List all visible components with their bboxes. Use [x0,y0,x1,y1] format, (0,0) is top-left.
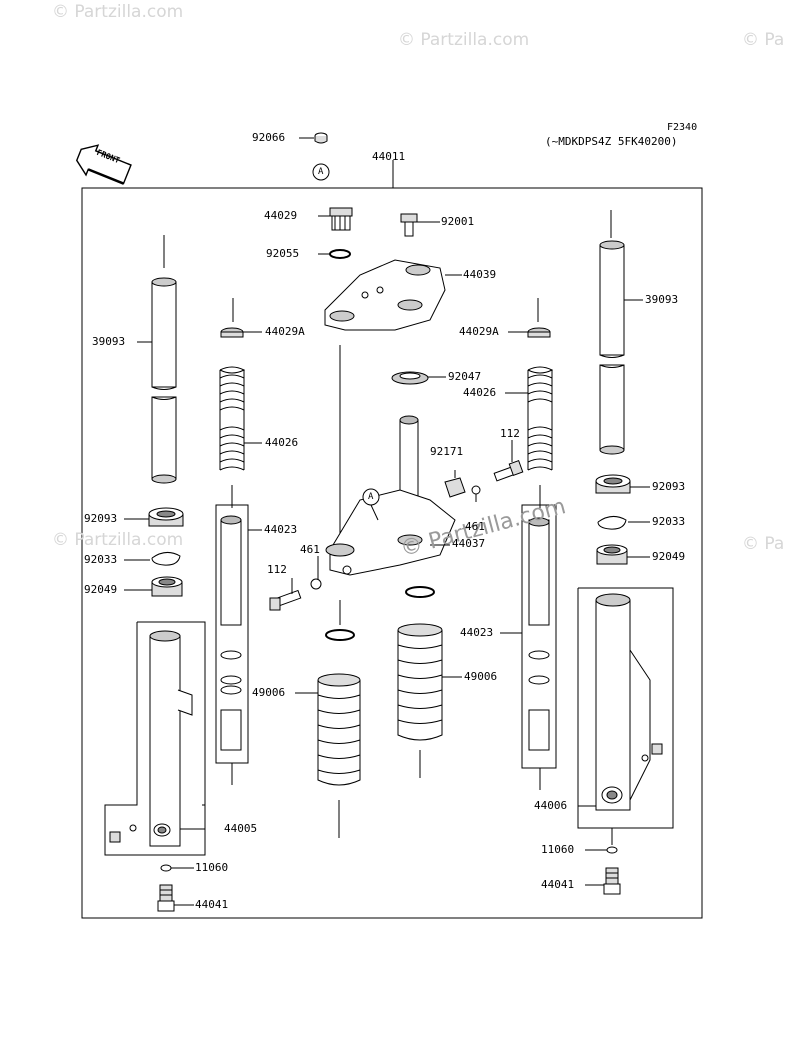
part-label: 44029A [265,325,305,338]
part-label: 112 [267,563,287,576]
oil-seal-right [595,474,650,494]
spring-left [219,366,262,471]
callout-a: A [318,167,324,177]
watermark: © Partzilla.com [398,30,530,50]
part-label: 92047 [448,370,482,383]
watermark: © Pa [742,534,785,554]
steering-stem-44037 [325,415,456,576]
part-label: 92033 [652,515,686,528]
part-label: 44006 [534,799,568,812]
watermark: © Partzilla.com [52,2,184,22]
part-label: 49006 [252,686,286,699]
fork-boot-right [397,623,462,778]
part-label: 92093 [84,512,118,525]
serial-range: (~MDKDPS4Z 5FK40200) [545,135,678,148]
spacer-right [508,298,551,338]
part-label: 92049 [652,550,686,563]
bushing-left [124,576,183,597]
part-label: 44029A [459,325,499,338]
part-label: 44026 [463,386,497,399]
part-label: 92049 [84,583,118,596]
part-label: 92066 [252,131,286,144]
part-label: 92001 [441,215,475,228]
part-label: 39093 [645,293,679,306]
part-label: 92093 [652,480,686,493]
part-label: 44037 [452,537,486,550]
watermark: © Pa [742,30,785,50]
part-label: 112 [500,427,520,440]
part-label: 92171 [430,445,464,458]
gasket-right [585,828,618,854]
hose-clamp-right [405,586,435,598]
outer-tube-left [104,621,206,856]
part-label: 461 [465,520,485,533]
hose-clamp-left [325,600,355,641]
bushing-right [596,544,650,565]
part-label: 11060 [541,843,575,856]
part-label: 44041 [541,878,575,891]
fork-boot-left [295,673,361,838]
part-label: 461 [300,543,320,556]
clamp-92171 [444,470,481,502]
part-label: 44005 [224,822,258,835]
cylinder-left [215,485,262,785]
o-ring-92055 [318,249,351,259]
upper-bracket-44039 [324,259,462,545]
cap-nut-92066 [299,132,330,181]
bolt-92001 [400,213,440,237]
dust-seal-92047 [391,371,446,385]
figure-code: F2340 [667,122,698,133]
fork-tube-left [137,235,177,484]
part-label: 44023 [264,523,298,536]
part-label: 44026 [265,436,299,449]
part-label: 92055 [266,247,300,260]
bolt-44041-right [585,867,621,895]
stop-ring-left [124,552,181,566]
front-arrow-icon [75,144,132,185]
part-label: 44029 [264,209,298,222]
spacer-left [220,298,262,338]
spring-right [505,366,554,471]
part-label: 44041 [195,898,229,911]
fork-tube-right [599,210,643,455]
watermark: © Partzilla.com [52,530,184,550]
part-label: 11060 [195,861,229,874]
gasket-left [160,864,194,872]
part-label: 49006 [464,670,498,683]
part-label: 44039 [463,268,497,281]
assembly-frame [81,187,703,919]
cap-bolt-44029 [318,207,353,231]
cylinder-right [500,485,557,790]
bolt-44041-left [157,884,194,912]
bolt-112-right [493,440,524,482]
part-label: 44023 [460,626,494,639]
part-label: 44011 [372,150,406,163]
outer-tube-right [577,587,674,829]
part-label: 39093 [92,335,126,348]
bolt-112-left [269,556,322,611]
callout-a: A [368,492,374,502]
oil-seal-left [124,507,184,527]
part-label: 92033 [84,553,118,566]
stop-ring-right [597,516,650,530]
